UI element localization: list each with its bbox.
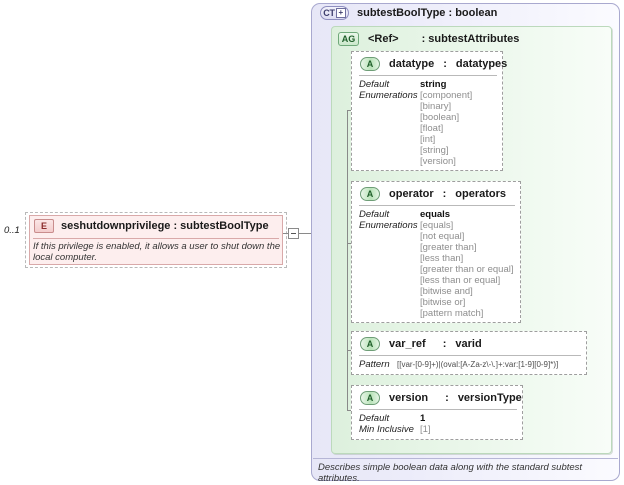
element-header: E seshutdownprivilege : subtestBoolType [34, 217, 269, 235]
facet-enum-item: [greater than or equal] [420, 264, 514, 275]
attribute-divider [359, 75, 497, 76]
facet-key-min-inclusive: Min Inclusive [359, 424, 414, 435]
facet-value-default: string [420, 79, 447, 90]
facet-enum-item: [component] [420, 90, 473, 101]
attributegroup-header: AG <Ref> : subtestAttributes [338, 31, 519, 47]
attribute-separator: : [442, 188, 447, 200]
footer-divider [313, 458, 618, 459]
attribute-divider [359, 355, 581, 356]
attribute-divider [359, 409, 517, 410]
attribute-header-datatype: A datatype : datatypes [360, 56, 507, 72]
attribute-icon: A [360, 337, 380, 351]
attribute-header-operator: A operator : operators [360, 186, 506, 202]
attribute-divider [359, 205, 515, 206]
element-title: seshutdownprivilege : subtestBoolType [61, 220, 269, 232]
element-documentation: If this privilege is enabled, it allows … [33, 241, 281, 263]
facet-enum-item: [not equal] [420, 231, 465, 242]
attribute-name: operator [389, 188, 434, 200]
attribute-header-var-ref: A var_ref : varid [360, 336, 482, 352]
facet-enum-item: [boolean] [420, 112, 460, 123]
element-icon: E [34, 219, 54, 233]
facet-enum-item: [less than] [420, 253, 464, 264]
attributegroup-ref: <Ref> [368, 33, 399, 45]
facet-key-default: Default [359, 79, 390, 90]
facet-enum-item: [less than or equal] [420, 275, 501, 286]
complextype-header: CT+ subtestBoolType : boolean [320, 5, 497, 21]
ct-text: CT [323, 8, 335, 18]
attributegroup-icon: AG [338, 32, 359, 46]
facet-enum-item: [equals] [420, 220, 454, 231]
complextype-icon[interactable]: CT+ [320, 6, 349, 20]
attribute-box-operator[interactable]: A operator : operators Default equals En… [351, 181, 521, 323]
expand-plus-icon[interactable]: + [335, 8, 346, 18]
attribute-type: versionType [457, 392, 522, 404]
attribute-icon: A [360, 57, 380, 71]
facet-value-default: equals [420, 209, 451, 220]
attribute-type: operators [455, 188, 507, 200]
attribute-box-version[interactable]: A version : versionType Default 1 Min In… [351, 385, 523, 440]
collapse-expander-button[interactable] [288, 228, 299, 239]
facet-enum-item: [float] [420, 123, 444, 134]
facet-enum-item: [bitwise and] [420, 286, 473, 297]
complextype-documentation: Describes simple boolean data along with… [318, 462, 583, 484]
element-box[interactable] [29, 215, 283, 265]
attribute-type: varid [455, 338, 482, 350]
facet-enum-item: [bitwise or] [420, 297, 466, 308]
attribute-header-version: A version : versionType [360, 390, 522, 406]
attribute-box-var-ref[interactable]: A var_ref : varid Pattern [[var-[0-9]+)|… [351, 331, 587, 375]
attribute-icon: A [360, 391, 380, 405]
facet-key-enumerations: Enumerations [359, 220, 418, 231]
facet-enum-item: [string] [420, 145, 449, 156]
facet-enum-item: [version] [420, 156, 456, 167]
attributegroup-title: : subtestAttributes [421, 33, 520, 45]
facet-key-pattern: Pattern [359, 359, 390, 370]
element-divider [33, 238, 279, 239]
facet-key-default: Default [359, 413, 390, 424]
attribute-name: datatype [389, 58, 435, 70]
attribute-connector-rail [347, 110, 348, 410]
attribute-type: datatypes [455, 58, 508, 70]
facet-enum-item: [greater than] [420, 242, 477, 253]
attribute-name: version [389, 392, 429, 404]
attribute-icon: A [360, 187, 380, 201]
facet-value-default: 1 [420, 413, 426, 424]
attribute-separator: : [442, 338, 447, 350]
facet-key-enumerations: Enumerations [359, 90, 418, 101]
facet-enum-item: [binary] [420, 101, 452, 112]
facet-enum-item: [pattern match] [420, 308, 484, 319]
facet-value-min-inclusive: [1] [420, 424, 431, 435]
attribute-separator: : [445, 392, 449, 404]
facet-value-pattern: [[var-[0-9]+)|(oval:[A-Za-z\-\.]+:var:[1… [397, 360, 559, 369]
complextype-title: subtestBoolType : boolean [357, 7, 498, 19]
attribute-separator: : [443, 58, 447, 70]
facet-enum-item: [int] [420, 134, 436, 145]
facet-key-default: Default [359, 209, 390, 220]
attribute-box-datatype[interactable]: A datatype : datatypes Default string En… [351, 51, 507, 171]
attribute-name: var_ref [389, 338, 426, 350]
cardinality-label: 0..1 [4, 225, 20, 236]
